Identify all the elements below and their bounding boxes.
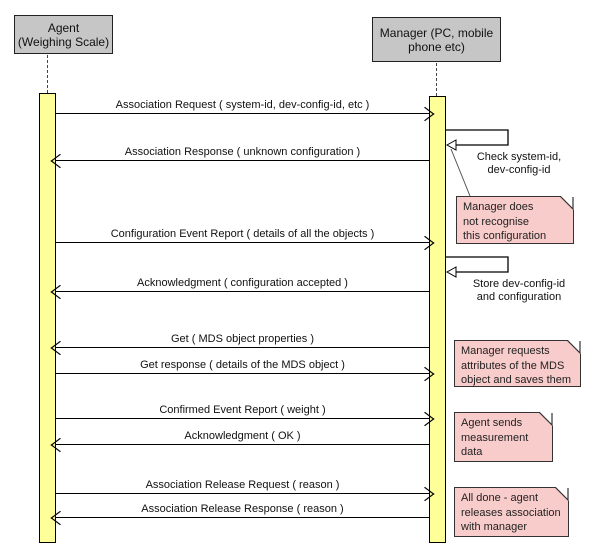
actor-box-manager: Manager (PC, mobile phone etc) (372, 17, 501, 62)
note-text: Agent sends measurement data (461, 417, 529, 458)
self-message-check-system-id: Check system-id, dev-config-id (445, 129, 561, 176)
lifeline-agent (47, 55, 48, 93)
message-confirmed-event-report: Confirmed Event Report ( weight ) (56, 404, 435, 427)
note-manager-not-recognise: Manager does not recognise this configur… (456, 196, 574, 244)
message-get-response: Get response ( details of the MDS object… (56, 359, 435, 382)
arrow-line (56, 235, 435, 251)
note-fold-icon (560, 196, 574, 210)
arrow-line (50, 510, 429, 526)
note-connector-line (450, 148, 471, 197)
activation-bar-manager (429, 96, 446, 543)
message-label: Association Response ( unknown configura… (124, 146, 361, 158)
self-message-loop-icon (445, 256, 509, 278)
arrow-line (56, 366, 435, 382)
message-association-response: Association Response ( unknown configura… (50, 146, 429, 169)
message-get: Get ( MDS object properties ) (50, 333, 429, 356)
arrow-line (50, 437, 429, 453)
message-label: Association Release Response ( reason ) (141, 503, 344, 515)
message-label: Acknowledgment ( OK ) (184, 430, 301, 442)
message-label: Acknowledgment ( configuration accepted … (137, 277, 348, 289)
note-all-done: All done - agent releases association wi… (454, 487, 569, 537)
message-label: Association Request ( system-id, dev-con… (115, 99, 370, 111)
message-label: Configuration Event Report ( details of … (110, 228, 375, 240)
note-fold-icon (555, 487, 569, 501)
arrow-line (50, 284, 429, 300)
message-assoc-release-response: Association Release Response ( reason ) (50, 503, 429, 526)
actor-box-agent: Agent (Weighing Scale) (14, 15, 113, 54)
self-message-label: Check system-id, dev-config-id (476, 151, 562, 176)
actor-agent-label: Agent (Weighing Scale) (17, 20, 110, 49)
arrow-line (56, 486, 435, 502)
message-ack-ok: Acknowledgment ( OK ) (50, 430, 429, 453)
actor-manager-label: Manager (PC, mobile phone etc) (379, 25, 494, 54)
lifeline-manager (436, 63, 437, 96)
message-ack-config-accepted: Acknowledgment ( configuration accepted … (50, 277, 429, 300)
message-association-request: Association Request ( system-id, dev-con… (56, 99, 435, 122)
message-label: Association Release Request ( reason ) (145, 479, 340, 491)
message-label: Confirmed Event Report ( weight ) (159, 404, 326, 416)
note-agent-sends-data: Agent sends measurement data (454, 412, 553, 462)
arrow-line (50, 340, 429, 356)
activation-bar-agent (39, 93, 56, 543)
arrow-line (56, 106, 435, 122)
message-assoc-release-request: Association Release Request ( reason ) (56, 479, 435, 502)
note-text: Manager requests attributes of the MDS o… (461, 345, 572, 386)
note-text: All done - agent releases association wi… (461, 492, 561, 533)
message-label: Get response ( details of the MDS object… (140, 359, 345, 371)
arrow-line (50, 153, 429, 169)
note-fold-icon (539, 412, 553, 426)
self-message-label: Store dev-config-id and configuration (472, 278, 566, 303)
note-fold-icon (567, 340, 581, 354)
note-manager-requests-attributes: Manager requests attributes of the MDS o… (454, 340, 581, 387)
self-message-store-config: Store dev-config-id and configuration (445, 256, 565, 303)
note-text: Manager does not recognise this configur… (463, 201, 547, 242)
arrow-line (56, 411, 435, 427)
message-label: Get ( MDS object properties ) (170, 333, 315, 345)
message-config-event-report: Configuration Event Report ( details of … (56, 228, 435, 251)
self-message-loop-icon (445, 129, 509, 151)
